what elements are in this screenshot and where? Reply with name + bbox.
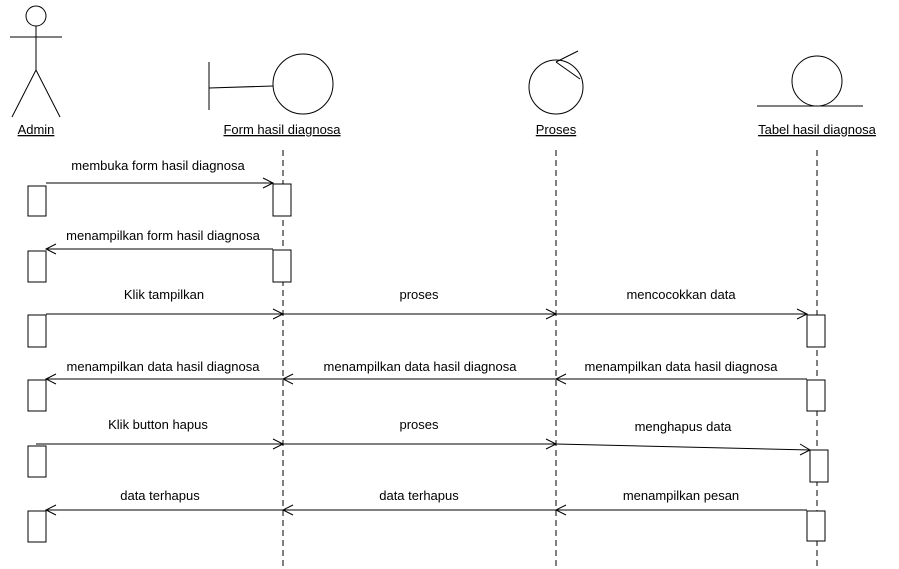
activation-admin-5 bbox=[27, 445, 47, 478]
message-arrow bbox=[554, 504, 807, 516]
boundary-form-label: Form hasil diagnosa bbox=[223, 122, 341, 137]
message-label: Klik button hapus bbox=[108, 417, 208, 432]
message-label: membuka form hasil diagnosa bbox=[71, 158, 245, 173]
message-arrow bbox=[283, 438, 558, 450]
message-arrow bbox=[281, 504, 556, 516]
message-label: menampilkan data hasil diagnosa bbox=[585, 359, 779, 374]
boundary-form-hasil-diagnosa: Form hasil diagnosa bbox=[208, 53, 341, 137]
activation-admin-1 bbox=[27, 185, 47, 217]
message-arrow bbox=[555, 443, 812, 456]
message-label: menampilkan data hasil diagnosa bbox=[67, 359, 261, 374]
activation-tabel-3 bbox=[809, 449, 829, 483]
control-proses: Proses bbox=[528, 50, 584, 137]
message-label: data terhapus bbox=[120, 488, 200, 503]
message-label: mencocokkan data bbox=[626, 287, 736, 302]
message-label: proses bbox=[399, 417, 439, 432]
entity-tabel-hasil-diagnosa: Tabel hasil diagnosa bbox=[757, 55, 877, 137]
message-label: menghapus data bbox=[635, 419, 733, 434]
activation-form-2 bbox=[272, 249, 292, 283]
message-arrow bbox=[44, 373, 283, 385]
message-arrow bbox=[44, 243, 273, 255]
activation-admin-3 bbox=[27, 314, 47, 348]
message-arrow bbox=[36, 438, 285, 450]
message-arrow bbox=[46, 308, 285, 320]
message-arrow bbox=[281, 373, 556, 385]
message-arrow bbox=[554, 373, 807, 385]
activation-form-1 bbox=[272, 183, 292, 217]
message-arrow bbox=[44, 504, 283, 516]
message-label: menampilkan pesan bbox=[623, 488, 739, 503]
activation-admin-4 bbox=[27, 379, 47, 412]
message-arrow bbox=[283, 308, 558, 320]
control-proses-label: Proses bbox=[536, 122, 577, 137]
message-label: proses bbox=[399, 287, 439, 302]
activation-admin-6 bbox=[27, 510, 47, 543]
message-label: menampilkan form hasil diagnosa bbox=[66, 228, 260, 243]
activation-tabel-4 bbox=[806, 510, 826, 542]
message-arrow bbox=[556, 308, 809, 320]
message-label: menampilkan data hasil diagnosa bbox=[324, 359, 518, 374]
message-label: data terhapus bbox=[379, 488, 459, 503]
activation-tabel-1 bbox=[806, 314, 826, 348]
entity-tabel-label: Tabel hasil diagnosa bbox=[758, 122, 877, 137]
message-arrow bbox=[46, 177, 275, 189]
activation-tabel-2 bbox=[806, 379, 826, 412]
actor-admin-label: Admin bbox=[18, 122, 55, 137]
actor-admin: Admin bbox=[10, 5, 62, 137]
message-label: Klik tampilkan bbox=[124, 287, 204, 302]
activation-admin-2 bbox=[27, 250, 47, 283]
